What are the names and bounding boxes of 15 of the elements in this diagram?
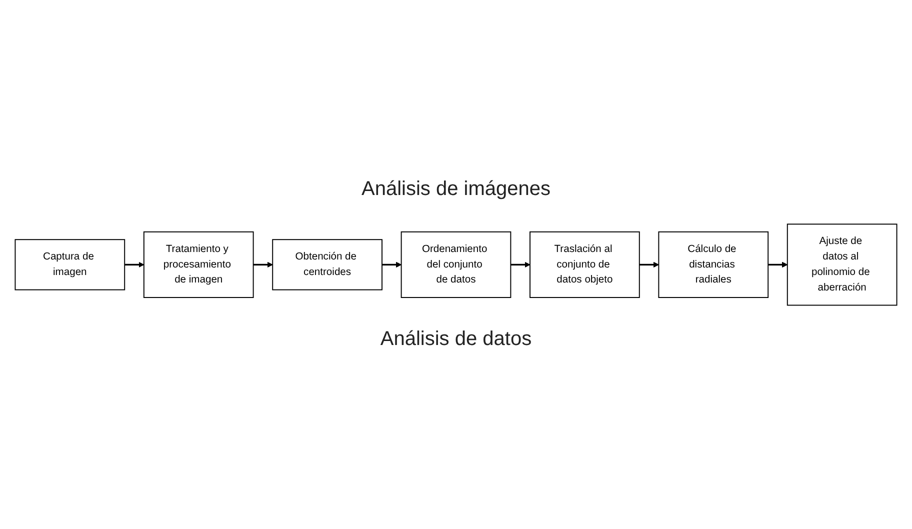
arrow (124, 262, 144, 268)
node-box: Captura de imagen (14, 238, 126, 290)
node-box: Traslación al conjunto de datos objeto (530, 231, 640, 298)
node-box: Tratamiento y procesamiento de imagen (143, 231, 254, 298)
arrow (382, 262, 402, 268)
node-box: Ajuste de datos al polinomio de aberración (786, 223, 898, 306)
node-box: Obtención de centroides (272, 238, 382, 290)
node-box: Ordenamiento del conjunto de datos (400, 231, 512, 298)
group-caption: Análisis de imágenes (362, 178, 550, 201)
arrow (253, 262, 273, 268)
arrow (768, 262, 788, 268)
arrow (510, 262, 530, 268)
arrow (639, 262, 659, 268)
node-box: Cálculo de distancias radiales (658, 231, 769, 298)
group-caption: Análisis de datos (380, 328, 532, 352)
